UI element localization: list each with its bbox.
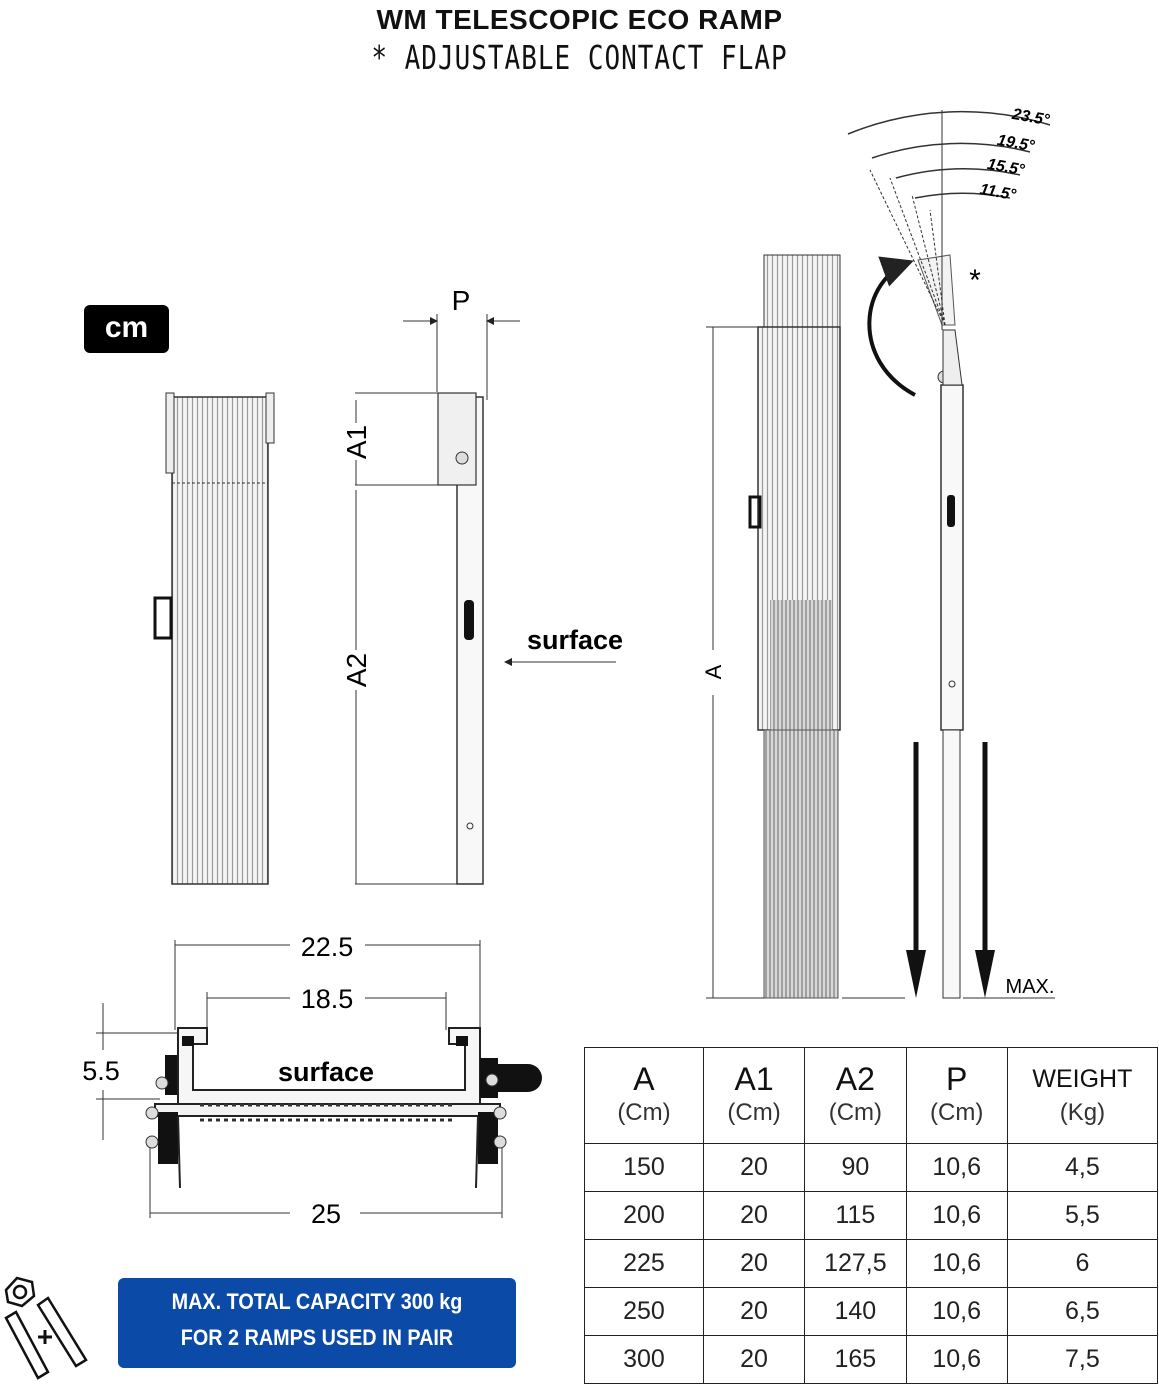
ramp-front-view bbox=[153, 392, 275, 885]
ramp-extended-view bbox=[706, 110, 1055, 999]
cell-p: 10,6 bbox=[905, 1143, 1008, 1192]
diagram-subtitle: * ADJUSTABLE CONTACT FLAP bbox=[371, 40, 788, 78]
capacity-line-1: MAX. TOTAL CAPACITY 300 kg bbox=[171, 1289, 463, 1314]
angle-label-15-5: 15.5° bbox=[986, 156, 1027, 179]
assembly-hardware-icon bbox=[4, 1276, 88, 1380]
header-a: A(Cm) bbox=[584, 1047, 704, 1144]
a2-dimension-label: A2 bbox=[341, 653, 372, 687]
cell-a2: 165 bbox=[804, 1335, 907, 1384]
capacity-line-2: FOR 2 RAMPS USED IN PAIR bbox=[180, 1325, 454, 1350]
cell-a1: 20 bbox=[702, 1191, 806, 1240]
angle-label-11-5: 11.5° bbox=[978, 181, 1017, 204]
ramp-side-view bbox=[355, 314, 616, 885]
table-header-row: A(Cm) A1(Cm) A2(Cm) P(Cm) WEIGHT(Kg) bbox=[584, 1047, 1159, 1144]
cell-weight: 7,5 bbox=[1006, 1335, 1159, 1384]
angle-label-23-5: 23.5° bbox=[1010, 106, 1051, 130]
cell-a1: 20 bbox=[702, 1143, 806, 1192]
specifications-table: A(Cm) A1(Cm) A2(Cm) P(Cm) WEIGHT(Kg) 150… bbox=[584, 1047, 1159, 1384]
surface-label-section: surface bbox=[278, 1057, 374, 1087]
a-dimension-label: A bbox=[701, 664, 726, 679]
section-width-inner-label: 18.5 bbox=[301, 984, 354, 1014]
max-label: MAX. bbox=[1006, 976, 1055, 998]
a1-dimension-label: A1 bbox=[341, 425, 372, 459]
cell-a: 200 bbox=[584, 1191, 704, 1240]
cell-a2: 127,5 bbox=[804, 1239, 907, 1288]
header-a1: A1(Cm) bbox=[702, 1047, 806, 1144]
header-a2: A2(Cm) bbox=[804, 1047, 907, 1144]
cell-a1: 20 bbox=[702, 1239, 806, 1288]
cell-weight: 5,5 bbox=[1006, 1191, 1159, 1240]
cell-weight: 4,5 bbox=[1006, 1143, 1159, 1192]
cell-a: 225 bbox=[584, 1239, 704, 1288]
surface-label-side: surface bbox=[527, 625, 623, 655]
capacity-banner: MAX. TOTAL CAPACITY 300 kg FOR 2 RAMPS U… bbox=[118, 1278, 516, 1368]
cell-weight: 6 bbox=[1006, 1239, 1159, 1288]
cell-a: 300 bbox=[584, 1335, 704, 1384]
adjustable-flap-star: * bbox=[969, 264, 981, 297]
cell-a: 150 bbox=[584, 1143, 704, 1192]
angle-label-19-5: 19.5° bbox=[996, 132, 1037, 155]
header-weight: WEIGHT(Kg) bbox=[1006, 1047, 1159, 1144]
cell-p: 10,6 bbox=[905, 1191, 1008, 1240]
cell-a2: 140 bbox=[804, 1287, 907, 1336]
section-height-label: 5.5 bbox=[82, 1056, 120, 1086]
cell-a2: 90 bbox=[804, 1143, 907, 1192]
cell-a1: 20 bbox=[702, 1335, 806, 1384]
header-p: P(Cm) bbox=[905, 1047, 1008, 1144]
ramp-cross-section bbox=[96, 940, 542, 1218]
p-dimension-label: P bbox=[452, 285, 471, 316]
cell-p: 10,6 bbox=[905, 1287, 1008, 1336]
cell-weight: 6,5 bbox=[1006, 1287, 1159, 1336]
section-total-width-label: 25 bbox=[311, 1199, 341, 1229]
cell-p: 10,6 bbox=[905, 1239, 1008, 1288]
cell-a1: 20 bbox=[702, 1287, 806, 1336]
cell-a2: 115 bbox=[804, 1191, 907, 1240]
cell-a: 250 bbox=[584, 1287, 704, 1336]
cell-p: 10,6 bbox=[905, 1335, 1008, 1384]
unit-badge: cm bbox=[84, 305, 169, 353]
section-width-outer-label: 22.5 bbox=[301, 932, 354, 962]
diagram-title: WM TELESCOPIC ECO RAMP bbox=[376, 4, 783, 35]
